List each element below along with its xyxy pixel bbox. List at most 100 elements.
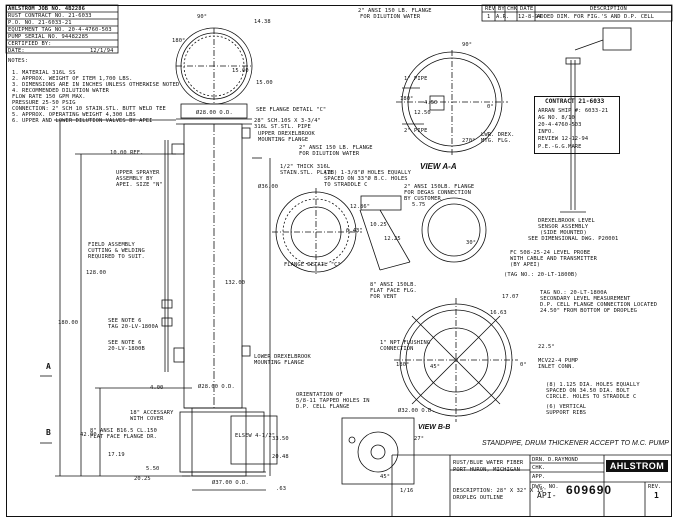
equipment-tag: EQUIPMENT TAG NO. 20-4-4760-503	[8, 27, 112, 33]
rev-cell: 1	[487, 14, 491, 20]
dim-label: 6.43"	[346, 228, 363, 234]
ansi8-note: 8" ANSI 150LB.	[370, 282, 417, 288]
stamp-line: AG NO. 8/10	[538, 115, 575, 121]
drawing-sheet	[6, 5, 672, 517]
dwg-prefix: API-	[537, 491, 557, 500]
view-b-caption: VIEW B-B	[418, 424, 451, 431]
probe-note: FC 508-25-24 LEVEL PROBE	[510, 250, 591, 256]
drexel-level: SEE DIMENSIONAL DWG. P20001	[528, 236, 619, 242]
stamp-line: REVIEW 12-12-94	[538, 136, 589, 142]
dim-label: 4.50	[424, 100, 438, 106]
flat-face-note: 8" ANSI B16.5 CL.150	[90, 428, 157, 434]
dim-label: 180.00	[58, 320, 79, 326]
approved-label: APP.	[532, 474, 546, 480]
rev-cell: A.R.	[496, 14, 510, 20]
ahlstrom-logo: AHLSTROM	[606, 460, 668, 472]
access-note: WITH COVER	[130, 416, 164, 422]
drawing-number: 609690	[566, 483, 613, 497]
drexel-level: DREXELBROOK LEVEL	[538, 218, 595, 224]
dim-label: 17.07	[502, 294, 519, 300]
holes-note: (28) 1-3/8"Ø HOLES EQUALLY	[324, 170, 411, 176]
ribs-note: SUPPORT RIBS	[546, 410, 587, 416]
lwr-drex-note: MTG. FLG.	[481, 138, 512, 144]
angle-label: 90°	[462, 42, 473, 48]
dim-label: .63	[276, 486, 287, 492]
dwg-label: DWG. NO.	[532, 484, 559, 490]
stamp-line: INFO.	[538, 129, 555, 135]
field-note: FIELD ASSEMBLY	[88, 242, 135, 248]
probe-note: WITH CABLE AND TRANSMITTER	[510, 256, 597, 262]
angle-label: 90°	[197, 14, 208, 20]
dia-label: Ø37.00 O.D.	[212, 480, 249, 486]
angle-label: 45°	[380, 474, 391, 480]
date-value: 12/1/94	[90, 48, 114, 54]
rev-header: BY	[498, 6, 505, 12]
section-b: B	[46, 428, 51, 437]
pipe-note: 2" ANSI 150 LB. FLANGE	[358, 8, 432, 14]
rev-header: DESCRIPTION	[590, 6, 627, 12]
field-note: CUTTING & WELDING	[88, 248, 145, 254]
note-line: 4. RECOMMENDED DILUTION WATER	[12, 88, 110, 94]
rev-cell: 12-8-94	[518, 14, 542, 20]
rev-label: REV.	[648, 484, 662, 490]
rev-header: DATE	[520, 6, 534, 12]
access-note: 18" ACCESSARY	[130, 410, 174, 416]
note-line: 3. DIMENSIONS ARE IN INCHES UNLESS OTHER…	[12, 82, 180, 88]
note-line: 1. MATERIAL 316L SS	[12, 70, 76, 76]
note-line: CONNECTION: 2" SCH 10 STAIN.STL. BUTT WE…	[12, 106, 166, 112]
dim-label: 15.00	[232, 68, 249, 74]
rev-number: 1	[654, 491, 659, 500]
drawn-by: D.RAYMOND	[548, 457, 579, 463]
ansi2-note: BY CUSTOMER	[404, 196, 441, 202]
angle-label: 180°	[172, 38, 186, 44]
npt-note: 1" NPT FLUSHING	[380, 340, 431, 346]
customer: RUST/BLUE WATER FIBER	[453, 460, 524, 466]
job-number: AHLSTROM JOB NO. 4B2286	[8, 6, 85, 12]
holes8-note: SPACED ON 34.50 DIA. BOLT	[546, 388, 630, 394]
angle-label: 45°	[430, 364, 441, 370]
ribs-note: (6) VERTICAL	[546, 404, 587, 410]
description: DROPLEG OUTLINE	[453, 495, 504, 501]
ansi-note: FOR DILUTION WATER	[299, 151, 360, 157]
note-6b: SEE NOTE 6	[108, 340, 142, 346]
dim-label: 12.86"	[350, 204, 371, 210]
holes8-note: (8) 1.125 DIA. HOLES EQUALLY	[546, 382, 640, 388]
contract-stamp: CONTRACT 21-6033 ARRAN SHIP #: 6033-21 A…	[534, 96, 620, 154]
note-line: PRESSURE 25-50 PSIG	[12, 100, 76, 106]
drexel-level: SENSOR ASSEMBLY	[538, 224, 589, 230]
sprayer-note: ASSEMBLY BY	[116, 176, 153, 182]
dim-label: 10.00 REF.	[110, 150, 144, 156]
date-label: DATE:	[8, 48, 25, 54]
ansi8-note: FLAT FACE FLG.	[370, 288, 417, 294]
plate-note: STAIN.STL. PLATE	[280, 170, 334, 176]
probe-note: (BY APEI)	[510, 262, 541, 268]
angle-label: 30°	[466, 240, 477, 246]
pipe-note: 28" SCH.10S X 3-3/4"	[254, 118, 321, 124]
stamp-title: CONTRACT 21-6033	[545, 98, 605, 105]
dim-label: 20.48	[272, 454, 289, 460]
dim-label: 17.19	[108, 452, 125, 458]
dim-label: 128.00	[86, 270, 107, 276]
angle-label: 27°	[414, 436, 425, 442]
drexel-note: MOUNTING FLANGE	[258, 137, 309, 143]
rev-header: CHK	[507, 6, 518, 12]
ansi-note: 2" ANSI 150 LB. FLANGE	[299, 145, 373, 151]
notes-title: NOTES:	[8, 58, 29, 64]
certified-by: CERTIFIED BY:	[8, 41, 52, 47]
plate-note: 1/2" THICK 316L	[280, 164, 331, 170]
secondary-note: 24.50" FROM BOTTOM OF DROPLEG	[540, 308, 638, 314]
note-line: 2. APPROX. WEIGHT OF ITEM 1,700 LBS.	[12, 76, 133, 82]
flat-face-note: FLAT FACE FLANGE DR.	[90, 434, 157, 440]
dim-label: 14.38	[254, 19, 271, 25]
dia-label: Ø32.00 O.D.	[398, 408, 435, 414]
npt-note: CONNECTION	[380, 346, 414, 352]
pipe-note: 316L ST.STL. PIPE	[254, 124, 311, 130]
sprayer-note: UPPER SPRAYER	[116, 170, 160, 176]
dim-label: 33.50	[272, 436, 289, 442]
dim-label: 20.25	[134, 476, 151, 482]
stamp-line: P.E.-G.G.MARE	[538, 144, 582, 150]
contract-number: RUST CONTRACT NO. 21-6033	[8, 13, 92, 19]
flange-c-note: SEE FLANGE DETAIL "C"	[256, 107, 327, 113]
ansi2-note: FOR DEGAS CONNECTION	[404, 190, 471, 196]
secondary-note: D.P. CELL FLANGE CONNECTION LOCATED	[540, 302, 658, 308]
